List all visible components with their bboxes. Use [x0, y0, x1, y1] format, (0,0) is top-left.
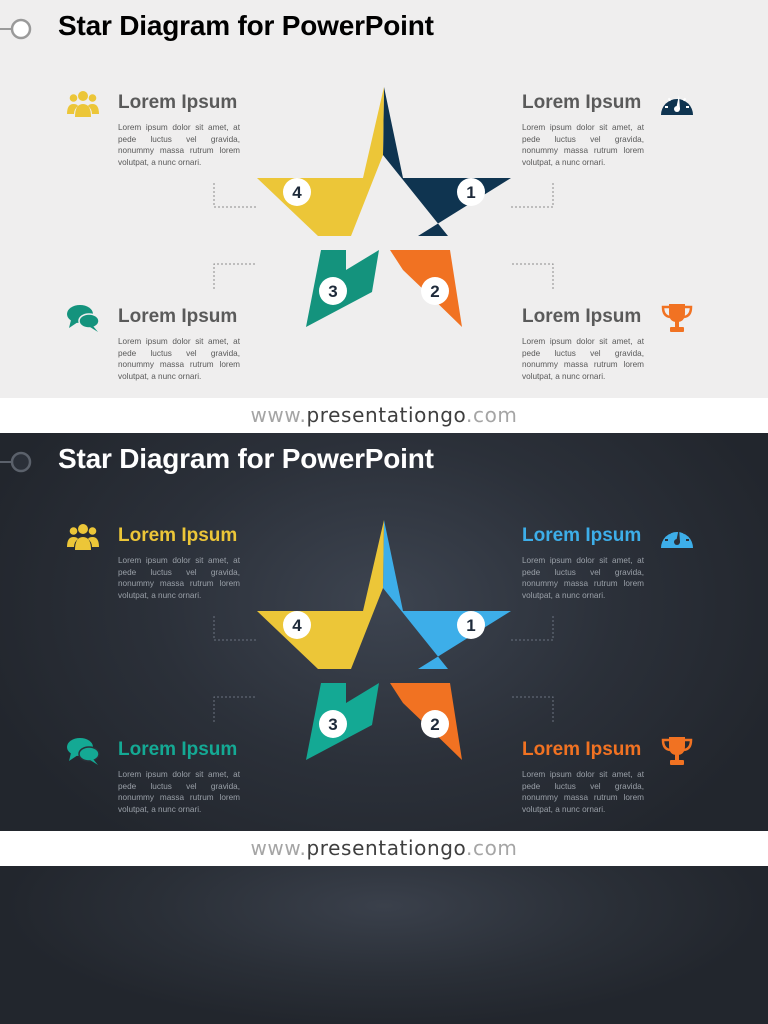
url-prefix: www. — [250, 836, 307, 860]
step-2-text: Lorem ipsum dolor sit amet, at pede luct… — [522, 770, 644, 814]
url-brand: presentationgo — [306, 403, 467, 427]
url-suffix: .com — [466, 403, 518, 427]
url-brand: presentationgo — [306, 836, 467, 860]
step-1-text: Lorem ipsum dolor sit amet, at pede luct… — [522, 556, 644, 600]
slide-title: Star Diagram for PowerPoint — [58, 443, 434, 474]
step-number-2: 2 — [430, 715, 439, 734]
trophy-icon — [661, 737, 693, 765]
slide-title: Star Diagram for PowerPoint — [58, 10, 434, 41]
url-suffix: .com — [466, 836, 518, 860]
step-3-text: Lorem ipsum dolor sit amet, at pede luct… — [118, 337, 240, 381]
step-number-1: 1 — [466, 183, 475, 202]
star-diagram: 1 2 3 4 — [213, 520, 554, 760]
pin-icon — [0, 18, 32, 40]
url-prefix: www. — [250, 403, 307, 427]
star-diagram: 1 2 3 4 — [213, 87, 554, 327]
trophy-icon — [661, 304, 693, 332]
star-segment-4 — [257, 87, 384, 236]
speedometer-icon — [661, 528, 693, 548]
dark-slide: Star Diagram for PowerPoint 1 2 3 4 Lore… — [0, 433, 768, 831]
step-number-4: 4 — [292, 183, 302, 202]
star-segment-4 — [257, 520, 384, 669]
step-badge-2: 2 — [421, 710, 449, 738]
chat-bubbles-icon — [67, 738, 100, 765]
step-badge-4: 4 — [283, 611, 311, 639]
step-badge-4: 4 — [283, 178, 311, 206]
step-number-3: 3 — [328, 282, 337, 301]
star-segment-1 — [383, 87, 511, 236]
footer-url[interactable]: www.presentationgo.com — [0, 398, 768, 433]
pin-icon — [0, 451, 32, 473]
connector-lines — [213, 183, 554, 289]
people-group-icon — [67, 91, 99, 117]
step-badge-2: 2 — [421, 277, 449, 305]
step-2-text: Lorem ipsum dolor sit amet, at pede luct… — [522, 337, 644, 381]
empty-dark-area — [0, 866, 768, 1024]
step-badge-1: 1 — [457, 178, 485, 206]
step-number-1: 1 — [466, 616, 475, 635]
people-group-icon — [67, 524, 99, 550]
step-1-text: Lorem ipsum dolor sit amet, at pede luct… — [522, 123, 644, 167]
step-badge-3: 3 — [319, 710, 347, 738]
step-2-heading: Lorem Ipsum — [522, 306, 642, 327]
step-number-3: 3 — [328, 715, 337, 734]
speedometer-icon — [661, 95, 693, 115]
step-4-text: Lorem ipsum dolor sit amet, at pede luct… — [118, 123, 240, 167]
step-4-heading: Lorem Ipsum — [118, 525, 238, 546]
connector-lines — [213, 616, 554, 722]
step-1-heading: Lorem Ipsum — [522, 525, 642, 546]
light-slide: Star Diagram for PowerPoint 1 2 3 4 Lore… — [0, 0, 768, 398]
step-3-heading: Lorem Ipsum — [118, 306, 238, 327]
star-segment-1 — [383, 520, 511, 669]
step-3-text: Lorem ipsum dolor sit amet, at pede luct… — [118, 770, 240, 814]
step-badge-3: 3 — [319, 277, 347, 305]
step-3-heading: Lorem Ipsum — [118, 739, 238, 760]
step-number-2: 2 — [430, 282, 439, 301]
chat-bubbles-icon — [67, 305, 100, 332]
step-2-heading: Lorem Ipsum — [522, 739, 642, 760]
step-4-text: Lorem ipsum dolor sit amet, at pede luct… — [118, 556, 240, 600]
step-4-heading: Lorem Ipsum — [118, 92, 238, 113]
step-badge-1: 1 — [457, 611, 485, 639]
footer-url[interactable]: www.presentationgo.com — [0, 831, 768, 866]
step-1-heading: Lorem Ipsum — [522, 92, 642, 113]
step-number-4: 4 — [292, 616, 302, 635]
